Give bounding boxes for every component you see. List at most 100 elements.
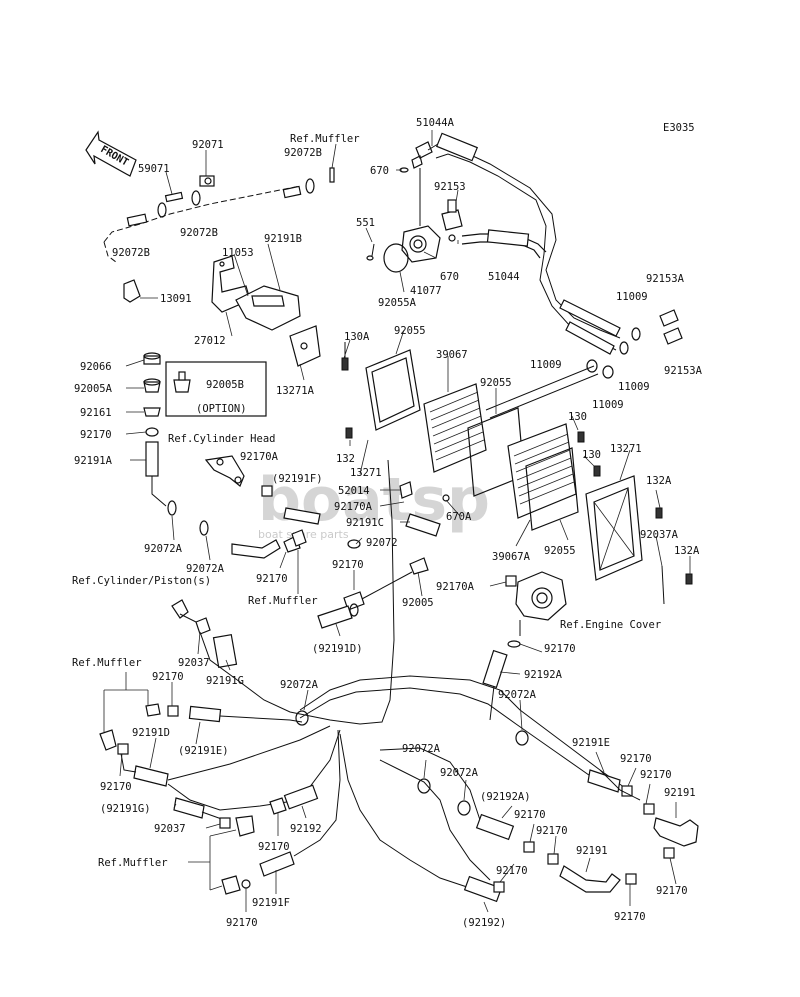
label-11009: 11009 (530, 359, 562, 371)
label-27012: 27012 (194, 335, 226, 347)
label-551: 551 (356, 217, 375, 229)
label-13271: 13271 (350, 467, 382, 479)
label-92192A: 92192A (524, 669, 563, 681)
label-92191F: (92191F) (272, 473, 323, 485)
label-92072A: 92072A (440, 767, 479, 779)
label-92191E: (92191E) (178, 745, 229, 757)
label-ref-cylinder-piston: Ref.Cylinder/Piston(s) (72, 575, 211, 587)
label-92170: 92170 (514, 809, 546, 821)
label-92005A: 92005A (74, 383, 113, 395)
label-92170: 92170 (226, 917, 258, 929)
label-59071: 59071 (138, 163, 170, 175)
label-ref-engine-cover: Ref.Engine Cover (560, 619, 661, 631)
option-box (165, 361, 267, 417)
label-ref-muffler: Ref.Muffler (248, 595, 318, 607)
label-92170: 92170 (614, 911, 646, 923)
watermark-logo: boatsp boat spare parts (258, 465, 490, 541)
label-51044: 51044 (488, 271, 520, 283)
label-92055: 92055 (480, 377, 512, 389)
label-option: (OPTION) (196, 403, 247, 415)
label-92170: 92170 (258, 841, 290, 853)
label-92071: 92071 (192, 139, 224, 151)
label-92170A: 92170A (436, 581, 475, 593)
label-11009: 11009 (618, 381, 650, 393)
label-92161: 92161 (80, 407, 112, 419)
label-92191B: 92191B (264, 233, 302, 245)
label-92170: 92170 (620, 753, 652, 765)
label-92055: 92055 (394, 325, 426, 337)
label-92191D: (92191D) (312, 643, 363, 655)
leader-lines (103, 130, 691, 913)
label-13271: 13271 (610, 443, 642, 455)
label-92072A: 92072A (280, 679, 319, 691)
label-92192: (92192) (462, 917, 506, 929)
label-92192A: (92192A) (480, 791, 531, 803)
upper-hose-assembly (366, 132, 683, 419)
label-92191G: (92191G) (100, 803, 151, 815)
label-132A: 132A (674, 545, 700, 557)
label-13091: 13091 (160, 293, 192, 305)
label-92072A: 92072A (498, 689, 537, 701)
label-92153A: 92153A (646, 273, 685, 285)
label-13271A: 13271A (276, 385, 315, 397)
front-arrow-icon: FRONT (85, 130, 137, 177)
label-92191C: 92191C (346, 517, 384, 529)
part-labels: 51044A 670 92153 551 670 41077 92055A 51… (72, 117, 703, 929)
label-39067: 39067 (436, 349, 468, 361)
label-92005: 92005 (402, 597, 434, 609)
label-132: 132 (336, 453, 355, 465)
label-92037: 92037 (178, 657, 210, 669)
label-ref-cylinder-head: Ref.Cylinder Head (168, 433, 275, 445)
label-92072B: 92072B (180, 227, 218, 239)
label-92170: 92170 (152, 671, 184, 683)
label-92191E: 92191E (572, 737, 610, 749)
label-92170A: 92170A (334, 501, 373, 513)
diagram-code: E3035 (663, 122, 695, 134)
label-130: 130 (568, 411, 587, 423)
left-fittings (143, 352, 281, 559)
label-11009: 11009 (616, 291, 648, 303)
label-92153A: 92153A (664, 365, 703, 377)
label-92170: 92170 (544, 643, 576, 655)
cooler-assembly (345, 349, 693, 605)
label-92170: 92170 (640, 769, 672, 781)
label-92191A: 92191A (74, 455, 113, 467)
label-ref-muffler: Ref.Muffler (72, 657, 142, 669)
label-130A: 130A (344, 331, 370, 343)
label-92072A: 92072A (144, 543, 183, 555)
label-ref-muffler: Ref.Muffler (98, 857, 168, 869)
svg-text:boatsp: boatsp (258, 465, 490, 535)
label-92170: 92170 (496, 865, 528, 877)
label-92037: 92037 (154, 823, 186, 835)
label-130: 130 (582, 449, 601, 461)
label-92170: 92170 (656, 885, 688, 897)
label-92055: 92055 (544, 545, 576, 557)
label-92191G: 92191G (206, 675, 244, 687)
head-fittings (204, 455, 567, 648)
label-92072A: 92072A (186, 563, 225, 575)
label-92005B: 92005B (206, 379, 244, 391)
label-11009: 11009 (592, 399, 624, 411)
label-92170: 92170 (256, 573, 288, 585)
label-92072A: 92072A (402, 743, 441, 755)
label-670: 670 (370, 165, 389, 177)
label-92191: 92191 (576, 845, 608, 857)
bracket-parts (211, 255, 349, 371)
label-92170A: 92170A (240, 451, 279, 463)
label-92192: 92192 (290, 823, 322, 835)
label-92191: 92191 (664, 787, 696, 799)
label-92191F: 92191F (252, 897, 290, 909)
label-51044A: 51044A (416, 117, 455, 129)
label-92191D: 92191D (132, 727, 170, 739)
label-92153: 92153 (434, 181, 466, 193)
label-92066: 92066 (80, 361, 112, 373)
label-ref-muffler: Ref.Muffler (290, 133, 360, 145)
label-92170: 92170 (100, 781, 132, 793)
label-92072B: 92072B (112, 247, 150, 259)
label-92170: 92170 (536, 825, 568, 837)
left-top-parts (103, 167, 335, 303)
label-92072B: 92072B (284, 147, 322, 159)
label-52014: 52014 (338, 485, 370, 497)
label-670A: 670A (446, 511, 472, 523)
